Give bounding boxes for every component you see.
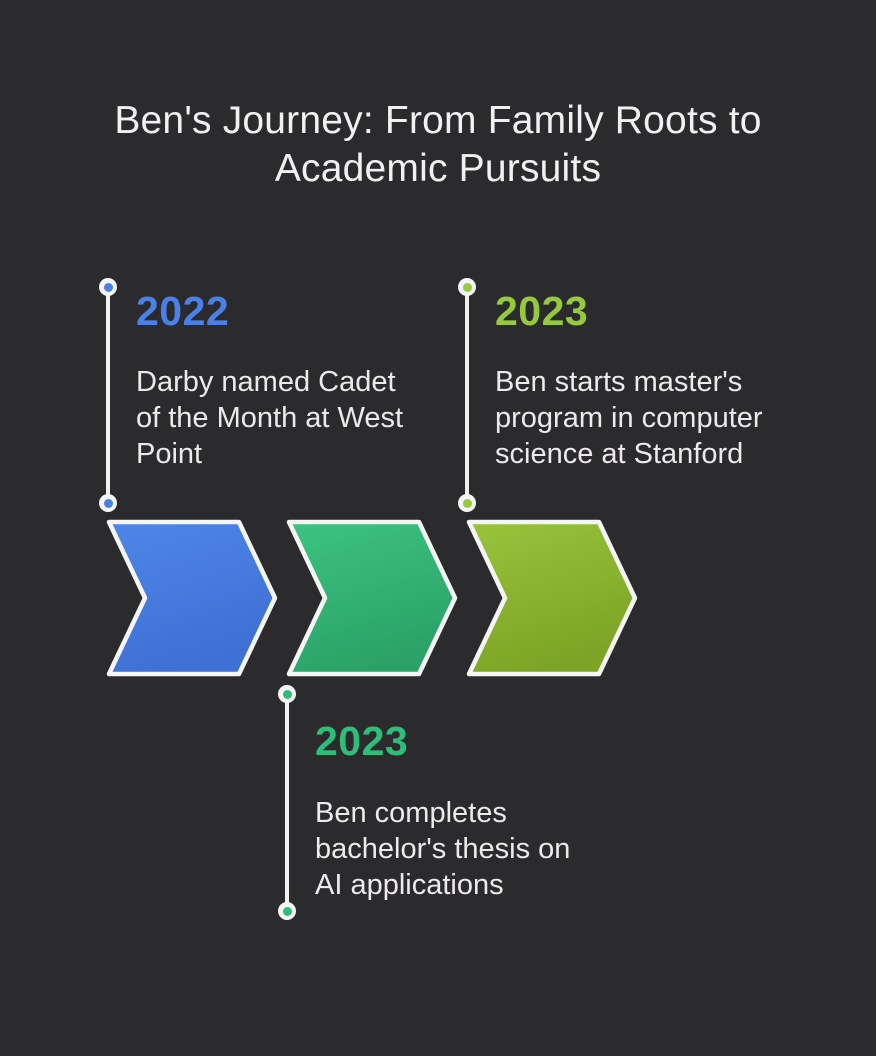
chevron-step-1 [106,519,278,677]
timeline-connector-event-3 [465,287,469,503]
event-3-description: Ben starts master's program in computer … [495,366,763,470]
timeline-dot-inner [103,498,113,508]
event-2-description: Ben completes bachelor's thesis on AI ap… [315,797,571,901]
timeline-dot-event-3-top [458,278,476,296]
event-2-year: 2023 [315,718,409,764]
timeline-dot-event-1-top [99,278,117,296]
timeline-dot-inner [462,282,472,292]
chevron-arrow-icon [106,519,278,677]
event-3-year: 2023 [495,288,589,334]
timeline-dot-event-1-bottom [99,494,117,512]
chevron-arrow-icon [286,519,458,677]
timeline-dot-inner [282,906,292,916]
timeline-dot-inner [103,282,113,292]
page-title: Ben's Journey: From Family Roots to Acad… [114,99,762,190]
chevron-arrow-icon [466,519,638,677]
chevron-step-3 [466,519,638,677]
chevron-step-2 [286,519,458,677]
event-1-description: Darby named Cadet of the Month at West P… [136,366,404,470]
timeline-dot-event-2-bottom [278,902,296,920]
timeline-dot-inner [462,498,472,508]
timeline-dot-inner [282,689,292,699]
timeline-dot-event-2-top [278,685,296,703]
timeline-connector-event-1 [106,287,110,503]
event-1-year: 2022 [136,288,230,334]
timeline-connector-event-2 [285,694,289,911]
timeline-dot-event-3-bottom [458,494,476,512]
